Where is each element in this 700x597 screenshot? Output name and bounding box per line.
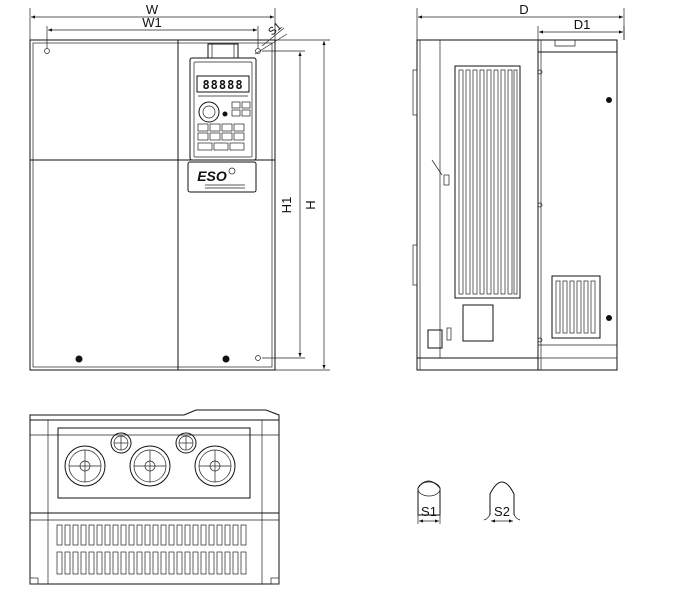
cable-gland-center [129,445,171,487]
dimension-w1: W1 [46,15,259,48]
side-vent-small-slots [555,280,596,334]
label-h1: H1 [279,197,294,214]
cable-gland-left [64,445,106,487]
label-s2: S2 [494,504,510,519]
brand-badge: ESO [187,161,257,193]
bottom-view [29,409,280,585]
dimension-d1: D1 [537,17,625,48]
cable-gland-small-right [175,432,197,454]
side-view: D D1 [412,2,625,371]
side-vent-slots [458,69,518,295]
bottom-vent-upper [56,524,247,546]
label-d1: D1 [574,17,591,32]
dimension-h1: H1 [262,50,305,359]
label-s1: S1 [421,504,437,519]
dimension-h: H [275,39,330,371]
detail-s2: S2 [483,481,521,523]
label-w1: W1 [142,15,162,30]
brand-logo: ESO [197,168,227,184]
label-h: H [303,200,318,209]
keypad-panel: 88888 [189,43,257,161]
keypad-keys [197,101,251,151]
bottom-vent-lower [56,551,247,575]
dimension-d: D [416,2,625,40]
label-w: W [146,2,159,17]
label-s1-top: S1 [266,20,284,38]
label-d: D [519,2,528,17]
dimension-w: W [29,2,276,40]
device-display: 88888 [202,78,243,92]
cable-gland-small-left [110,432,132,454]
front-view: 88888 [29,2,330,371]
cable-gland-right [194,445,236,487]
detail-s1: S1 [417,480,441,524]
